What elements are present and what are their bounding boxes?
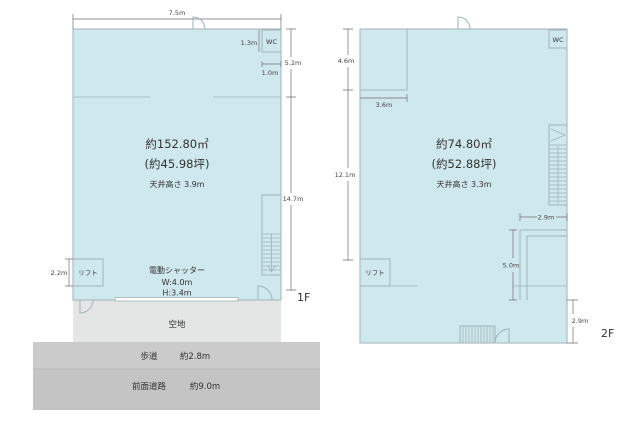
dimension-1f-wc-depth: 1.0m: [262, 69, 279, 77]
lift-1f-label: リフト: [78, 269, 98, 277]
ceiling-height-2f: 天井高さ 3.3m: [436, 179, 491, 189]
open-space-label: 空地: [168, 319, 186, 330]
floor-plan-2f: WC 4.6m 3.6m 12.1m 約74.80㎡ (約52.88坪) 天井高…: [335, 16, 614, 344]
stairs-1f-treads: [262, 233, 281, 272]
door-1f-bottom: [79, 299, 94, 314]
floor-2f-area: [359, 28, 568, 344]
floor-plan-1f: 7.5m WC 1.3m 1.0m 5.2m 約152.80㎡ (約45.98坪…: [51, 9, 310, 314]
floor-1f-area: [72, 28, 282, 301]
road-label: 前面道路: [132, 381, 167, 392]
dimension-2f-room-width: 2.9m: [538, 214, 555, 222]
door-1f-stairs: [257, 285, 273, 301]
stairs-1f-arrow-icon: [267, 265, 276, 273]
wc-2f-label: WC: [553, 36, 564, 44]
dimension-1f-wc-width: 1.3m: [241, 39, 258, 47]
floor-1f-label: 1F: [297, 291, 310, 304]
dimension-line-1f-width: [72, 14, 282, 29]
area-2f-sqm: 約74.80㎡: [436, 137, 492, 151]
dimension-line-2f-room-depth: [509, 229, 517, 301]
dimension-line-2f-corner-width: [360, 94, 408, 102]
wc-1f-label: WC: [266, 38, 277, 46]
sidewalk-band: [33, 342, 320, 369]
dimension-2f-corner-width: 3.6m: [376, 101, 393, 109]
dimension-1f-side-upper: 5.2m: [285, 59, 302, 67]
dimension-line-2f-side-upper: [343, 28, 353, 91]
shutter-width: W:4.0m: [162, 278, 193, 287]
door-1f-top: [192, 16, 206, 30]
area-2f-tsubo: (約52.88坪): [432, 157, 497, 171]
wall-2f-top-left: [360, 29, 408, 91]
wc-2f: [548, 29, 568, 49]
road-band: [33, 369, 320, 410]
room-2f-walls: [519, 229, 567, 300]
sidewalk-label: 歩道: [140, 351, 158, 362]
dimension-line-2f-balcony: [567, 299, 578, 344]
floor-2f-label: 2F: [601, 327, 614, 340]
dimension-line-1f-side-upper: [286, 28, 296, 98]
wc-1f: [261, 29, 282, 53]
sidewalk-width: 約2.8m: [180, 351, 210, 362]
door-2f-bottom: [494, 328, 510, 344]
road-width: 約9.0m: [190, 381, 220, 392]
area-1f-sqm: 約152.80㎡: [145, 137, 209, 151]
dimension-line-2f-side-main: [343, 90, 353, 261]
dimension-1f-lift: 2.2m: [51, 269, 68, 277]
dimension-1f-side-lower: 14.7m: [283, 195, 304, 203]
dimension-2f-side-main: 12.1m: [335, 171, 356, 179]
stairs-2f-break: [550, 128, 567, 142]
shutter-height: H:3.4m: [162, 289, 191, 298]
stairs-2f-bottom-treads: [462, 326, 494, 343]
door-2f-top: [457, 16, 471, 30]
lift-1f: [72, 258, 104, 287]
dimension-2f-balcony: 2.9m: [572, 317, 589, 325]
dimension-line-1f-side-lower: [286, 97, 296, 291]
ceiling-height-1f: 天井高さ 3.9m: [149, 179, 204, 189]
shutter-opening: [114, 297, 239, 302]
shutter-title: 電動シャッター: [149, 266, 205, 275]
dimension-1f-width: 7.5m: [169, 9, 186, 17]
dimension-line-1f-wc-depth: [261, 61, 282, 67]
stairs-1f: [261, 194, 282, 276]
dimension-2f-side-upper: 4.6m: [338, 57, 355, 65]
dimension-2f-room-depth: 5.0m: [503, 262, 520, 270]
lift-2f-label: リフト: [365, 269, 385, 277]
stairs-2f-treads: [549, 144, 567, 205]
stairs-2f-bottom: [459, 325, 496, 344]
area-1f-tsubo: (約45.98坪): [145, 157, 210, 171]
open-space-area: [73, 300, 281, 342]
dimension-line-2f-room-width: [519, 213, 568, 221]
site-area: 空地 歩道 約2.8m 前面道路 約9.0m: [33, 300, 320, 410]
dimension-line-1f-lift: [65, 258, 73, 287]
